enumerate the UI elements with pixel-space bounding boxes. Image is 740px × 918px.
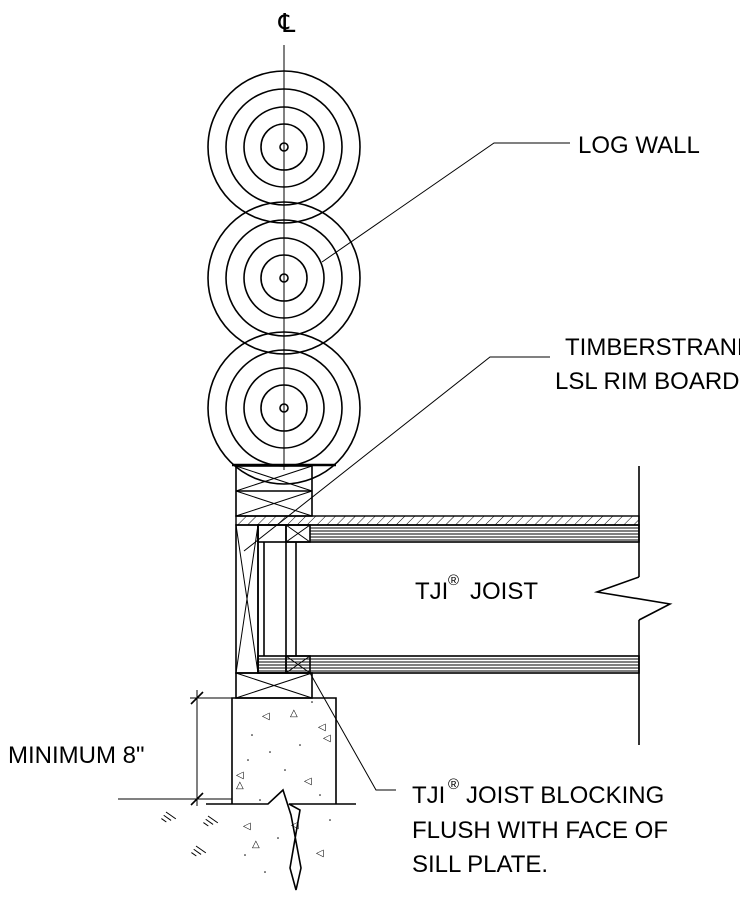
svg-text:△: △	[290, 708, 298, 719]
log-top	[207, 70, 361, 224]
svg-text:◁: ◁	[291, 820, 299, 831]
log-bottom	[207, 331, 361, 485]
grade-symbol-1	[161, 811, 177, 823]
subfloor-sheathing	[235, 515, 640, 526]
blocking-label-line3: SILL PLATE.	[412, 851, 548, 878]
svg-text:◁: ◁	[236, 770, 244, 781]
svg-text:△: △	[252, 839, 260, 850]
log-middle	[207, 201, 361, 355]
svg-text:◁: ◁	[316, 848, 324, 859]
top-plate	[235, 465, 313, 517]
blocking-label-prefix: TJI	[412, 782, 445, 809]
log-wall	[207, 70, 361, 485]
svg-text:◁: ◁	[318, 722, 326, 733]
joist-label-prefix: TJI	[415, 578, 448, 605]
leaders	[243, 142, 570, 791]
minimum-dimension-label: MINIMUM 8"	[8, 742, 145, 769]
joist-label-suffix: JOIST	[470, 578, 538, 605]
blocking-label-line2: FLUSH WITH FACE OF	[412, 817, 668, 844]
blocking-label-line1: JOIST BLOCKING	[466, 782, 664, 809]
blocking-label-registered: ®	[448, 776, 459, 793]
concrete-foundation: ◁ △ ◁ ◁ ◁ △ ◁ ◁ △ ◁ ◁	[206, 697, 356, 891]
joist-blocking	[257, 524, 311, 674]
rim-board	[235, 524, 259, 674]
blocking-leader	[309, 672, 396, 791]
tji-joist	[257, 466, 673, 745]
centerline: ℄	[278, 8, 296, 470]
joist-label-registered: ®	[448, 572, 459, 589]
log-wall-leader	[321, 142, 570, 263]
svg-text:◁: ◁	[243, 821, 251, 832]
sill-plate	[235, 672, 313, 699]
rim-board-label-line1: TIMBERSTRAND®	[565, 334, 740, 361]
log-wall-label: LOG WALL	[578, 132, 700, 159]
blocking-label: TJI ® JOIST BLOCKING FLUSH WITH FACE OF …	[412, 776, 668, 878]
minimum-dimension: MINIMUM 8"	[8, 690, 232, 806]
grade-symbols	[161, 811, 219, 857]
joist-label: TJI ® JOIST	[415, 572, 538, 605]
rim-board-label-line2: LSL RIM BOARD	[555, 368, 740, 395]
rim-board-leader	[243, 356, 550, 552]
svg-text:△: △	[236, 780, 244, 791]
svg-text:◁: ◁	[262, 711, 270, 722]
svg-text:◁: ◁	[304, 776, 312, 787]
svg-text:◁: ◁	[323, 733, 331, 744]
centerline-symbol: ℄	[278, 8, 296, 38]
grade-symbol-2	[203, 815, 219, 827]
grade-symbol-3	[191, 845, 207, 857]
